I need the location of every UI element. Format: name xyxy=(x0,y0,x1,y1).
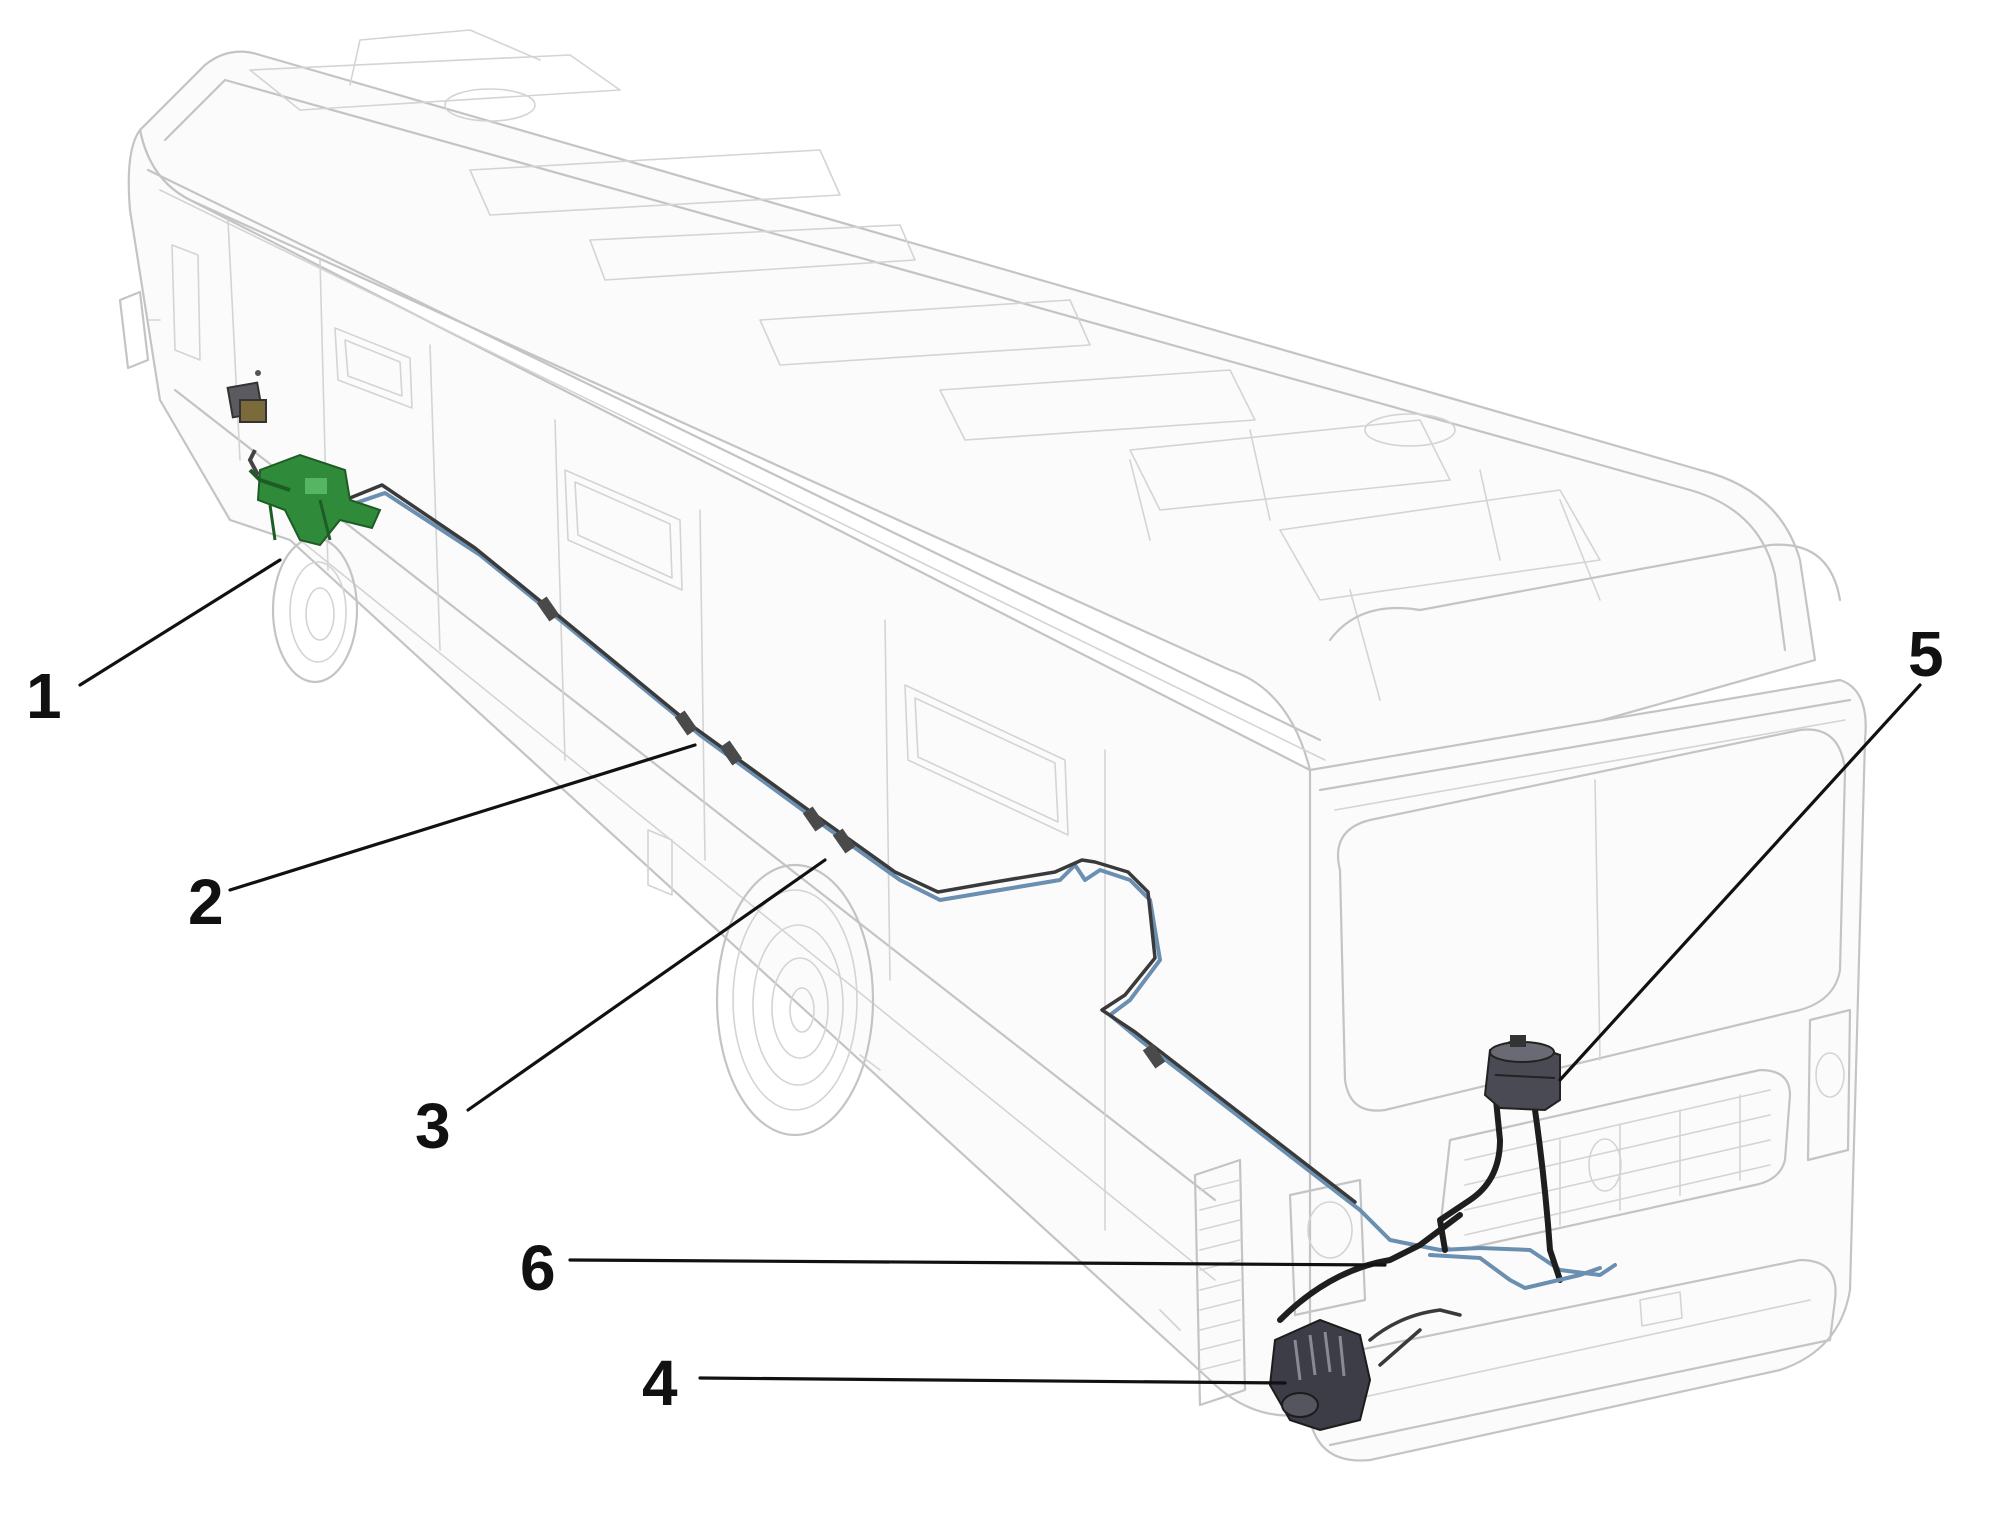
callout-labels: 1 2 3 6 4 5 xyxy=(26,618,1944,1419)
pipe-routing xyxy=(343,483,1617,1367)
front-wheel xyxy=(715,863,881,1137)
callout-5: 5 xyxy=(1908,618,1944,690)
leader-4 xyxy=(698,1376,1287,1385)
rear-small-component xyxy=(226,370,267,423)
leader-6 xyxy=(568,1258,1387,1267)
bus-outline xyxy=(118,29,1867,1462)
leader-2 xyxy=(228,743,697,892)
leader-5 xyxy=(1558,683,1922,1082)
component-4-pump-block xyxy=(1268,1318,1372,1432)
callout-6: 6 xyxy=(520,1232,556,1304)
callout-1: 1 xyxy=(26,660,62,732)
callout-3: 3 xyxy=(415,1090,451,1162)
leader-lines xyxy=(78,558,1922,1385)
callout-2: 2 xyxy=(188,866,224,938)
leader-3 xyxy=(466,858,827,1112)
component-1-filter-assembly xyxy=(247,449,382,547)
leader-1 xyxy=(78,558,282,687)
callout-4: 4 xyxy=(642,1347,678,1419)
component-5-canister xyxy=(1483,1035,1561,1112)
